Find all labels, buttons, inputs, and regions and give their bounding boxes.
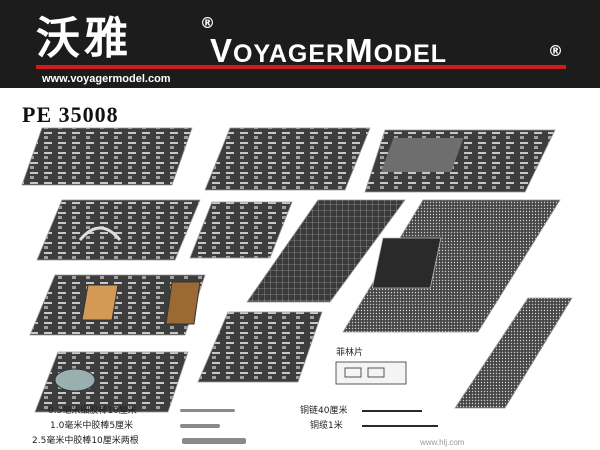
accessory-label-4: 铜链40厘米: [300, 406, 348, 416]
watermark: www.hlj.com: [420, 438, 465, 447]
copper-cable: [362, 425, 438, 427]
accessory-label-3: 2.5毫米中胶棒10厘米两根: [32, 436, 139, 446]
film-label: 菲林片: [336, 348, 364, 358]
pe-sheet-11: [454, 297, 573, 409]
brand-banner: 沃雅 ® VOYAGERMODEL ® www.voyagermodel.com: [0, 0, 600, 88]
pe-sheet-8: [29, 274, 206, 336]
pe-sheet-10: [34, 351, 189, 413]
pe-sheet-8-bronze-part: [165, 281, 201, 325]
pe-sheet-7-panel: [371, 237, 442, 289]
brand-english-name: VOYAGERMODEL: [210, 34, 448, 69]
accessory-label-1: 0.5毫米细胶棒10厘米: [48, 406, 137, 416]
pe-sheet-7: [342, 199, 561, 333]
brand-letter-v: V: [210, 32, 234, 69]
rod-1-0mm: [180, 424, 220, 428]
accessory-label-5: 铜缆1米: [310, 421, 343, 431]
brand-chinese-name: 沃雅: [36, 13, 132, 64]
rod-0-5mm: [180, 409, 235, 412]
pe-sheet-6: [246, 199, 406, 303]
film-window-1: [344, 367, 362, 378]
registered-mark-en: ®: [548, 42, 563, 60]
brand-word-oyager: OYAGER: [233, 40, 346, 68]
pe-sheet-4: [36, 199, 201, 261]
pe-sheet-1: [21, 127, 193, 186]
film-window-2: [367, 367, 385, 378]
photo-etch-sheets: [21, 127, 573, 413]
film-sheet: [335, 361, 407, 385]
pe-sheet-9: [197, 311, 323, 383]
brass-chain: [362, 410, 422, 412]
pe-sheet-10-plate: [54, 368, 96, 392]
registered-mark-cn: ®: [200, 14, 215, 32]
brand-red-bar: [36, 65, 566, 69]
product-code: PE 35008: [22, 102, 119, 127]
brand-letter-m: M: [345, 32, 374, 69]
pe-sheet-2: [204, 127, 371, 191]
pe-sheet-5: [189, 201, 293, 259]
pe-sheet-3-panel: [381, 138, 464, 172]
pe-sheet-4-arc: [78, 226, 122, 241]
brand-word-odel: ODEL: [373, 40, 448, 68]
rod-2-5mm: [182, 438, 246, 444]
brand-website: www.voyagermodel.com: [42, 73, 171, 85]
pe-sheet-8-orange-part: [81, 284, 119, 321]
accessory-label-2: 1.0毫米中胶棒5厘米: [50, 421, 134, 431]
